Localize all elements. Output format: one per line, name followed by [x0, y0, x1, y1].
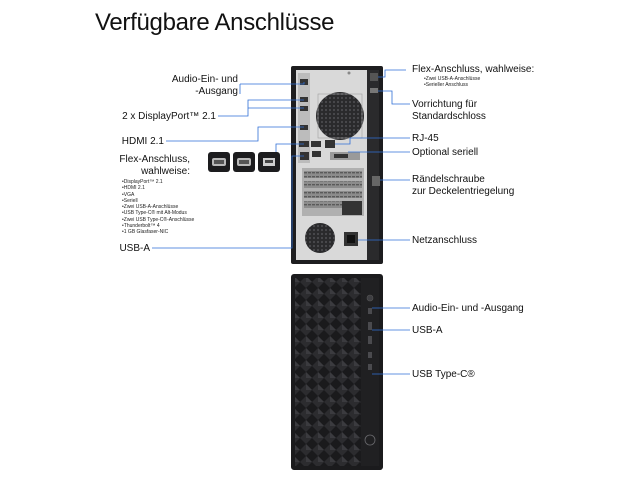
vga-connector-icon: [212, 158, 226, 166]
front-usbc-2: [368, 364, 372, 370]
label-audio-back: Audio-Ein- und -Ausgang: [171, 74, 238, 97]
port-rj45: [325, 140, 335, 148]
label-usba-back: USB-A: [119, 243, 150, 254]
flex-option-left: VGA: [122, 192, 194, 198]
label-rj45: RJ-45: [412, 133, 439, 144]
flex-option-right: Serieller Anschluss: [424, 82, 480, 88]
flex-option-left: DisplayPort™ 2.1: [122, 179, 194, 185]
front-usba-2: [368, 336, 372, 344]
label-displayport: 2 x DisplayPort™ 2.1: [122, 111, 216, 122]
port-dp-1: [300, 97, 308, 102]
flex-port-icon-vga: [208, 152, 230, 172]
thumbscrew: [372, 176, 380, 186]
flex-option-left: Zwei USB Type-C®-Anschlüsse: [122, 217, 195, 223]
front-audio: [368, 308, 372, 314]
pc-back-view: [291, 66, 383, 264]
lock-slot: [370, 88, 378, 93]
label-front-usba: USB-A: [412, 325, 443, 336]
flex-option-right: Zwei USB-A-Anschlüsse: [424, 76, 480, 82]
label-flex-right: Flex-Anschluss, wahlweise:: [412, 64, 535, 75]
port-usba: [300, 152, 309, 160]
flex-option-left: Zwei USB-A-Anschlüsse: [122, 204, 194, 210]
pc-front-view: [291, 274, 383, 470]
label-serial: Optional seriell: [412, 147, 479, 158]
flex-option-left: HDMI 2.1: [122, 185, 194, 191]
label-power: Netzanschluss: [412, 235, 478, 246]
label-lock: Vorrichtung für Standardschloss: [412, 99, 486, 122]
label-hdmi: HDMI 2.1: [121, 136, 164, 147]
flex-port-icon-usb: [258, 152, 280, 172]
leader-lines-right: [335, 69, 410, 375]
usb-connector-icon: [263, 158, 275, 166]
front-usba-1: [368, 322, 372, 330]
label-front-audio: Audio-Ein- und -Ausgang: [412, 303, 524, 314]
label-flex-left: Flex-Anschluss, wahlweise:: [119, 154, 190, 177]
label-front-usbc: USB Type-C®: [412, 369, 475, 380]
flex-option-left: Seriell: [122, 198, 194, 204]
leader-lines-left: [152, 82, 305, 249]
hp-logo: [364, 434, 376, 446]
power-button: [366, 294, 374, 302]
front-usbc-1: [368, 352, 372, 358]
serial-connector-icon: [237, 158, 251, 166]
port-hdmi: [300, 125, 308, 130]
flex-options-right: Zwei USB-A-Anschlüsse Serieller Anschlus…: [424, 76, 480, 89]
flex-port-icon-serial: [233, 152, 255, 172]
port-dp-2: [300, 106, 308, 111]
label-thumbscrew: Rändelschraube zur Deckelentriegelung: [412, 174, 515, 197]
flex-options-left: DisplayPort™ 2.1 HDMI 2.1 VGA Seriell Zw…: [122, 179, 195, 236]
rear-fan-top: [316, 92, 364, 140]
flex-option-left: 1 GB Glasfaser-NIC: [122, 229, 194, 235]
flex-option-left: Thunderbolt™ 4: [122, 223, 194, 229]
psu-fan: [305, 223, 335, 253]
flex-option-left: USB Type-C® mit Alt-Modus: [122, 210, 194, 216]
front-pattern: [295, 278, 361, 466]
page-title: Verfügbare Anschlüsse: [95, 9, 335, 36]
